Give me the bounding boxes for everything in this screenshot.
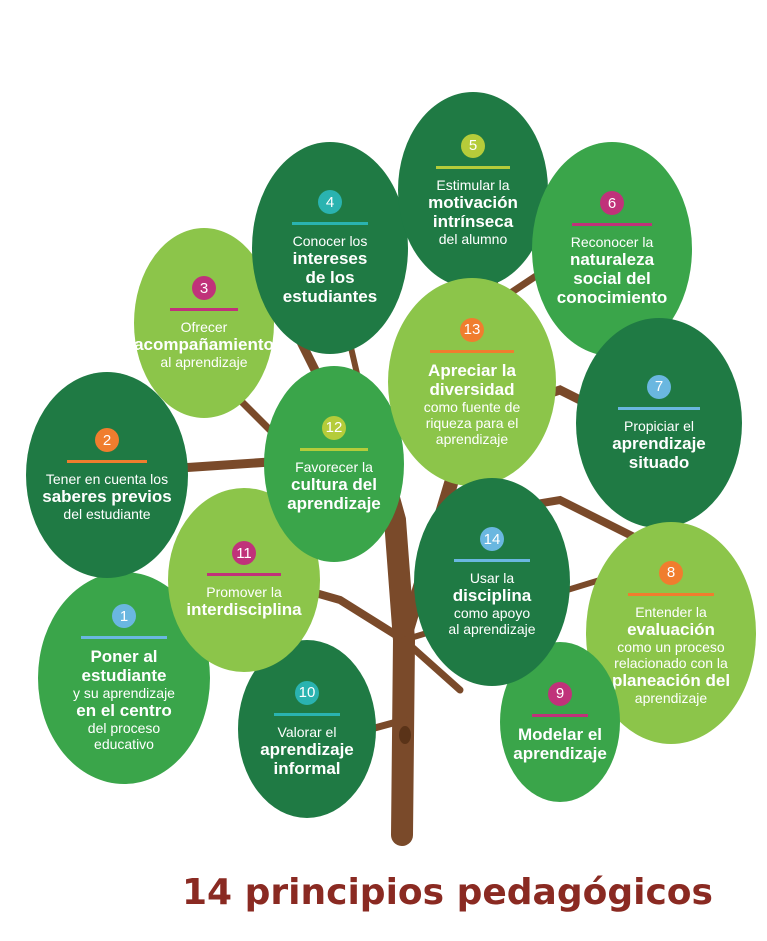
- principle-text-line: aprendizaje: [435, 430, 509, 447]
- principle-text-line: Reconocer la: [570, 234, 654, 250]
- principle-text-line: aprendizaje: [634, 689, 708, 706]
- principle-text-line: situado: [628, 452, 690, 472]
- principle-text-line: conocimiento: [556, 288, 668, 307]
- principle-number-badge: 9: [548, 681, 572, 706]
- principle-text-line: Tener en cuenta los: [45, 471, 169, 487]
- principle-text-line: riqueza para el: [425, 414, 519, 431]
- principle-text-line: motivación: [428, 192, 518, 212]
- principle-text-line: Conocer los: [292, 233, 368, 249]
- principle-text-line: Modelar el: [517, 724, 603, 744]
- principle-text-line: aprendizaje: [513, 743, 607, 763]
- principle-text-line: aprendizaje: [287, 493, 381, 513]
- principle-text-line: Apreciar la: [428, 360, 516, 380]
- principle-text-line: planeación del: [611, 670, 731, 690]
- principle-text-line: aprendizaje: [260, 739, 354, 759]
- principle-number-badge: 5: [461, 133, 485, 158]
- principle-text-line: cultura del: [291, 474, 377, 494]
- principle-number-badge: 6: [600, 191, 624, 215]
- principle-text-line: como apoyo: [453, 605, 531, 621]
- principle-text-line: del proceso: [87, 720, 161, 736]
- principle-text-line: Propiciar el: [623, 417, 695, 434]
- principle-number-badge: 10: [295, 680, 319, 705]
- principle-number-badge: 4: [318, 190, 342, 214]
- principle-divider: [572, 223, 652, 226]
- principle-text-line: y su aprendizaje: [73, 685, 175, 701]
- principle-number-badge: 1: [112, 604, 136, 628]
- principle-divider: [291, 222, 369, 225]
- principle-text-line: aprendizaje: [612, 433, 706, 453]
- principle-divider: [206, 573, 282, 576]
- principle-text-line: al aprendizaje: [160, 354, 248, 370]
- principle-divider: [617, 406, 701, 410]
- principle-number-badge: 7: [647, 374, 671, 399]
- principle-divider: [170, 308, 238, 311]
- principle-text-line: intereses: [292, 249, 368, 268]
- principle-text-line: de los: [305, 268, 355, 287]
- principle-text-line: Estimular la: [436, 176, 510, 193]
- principle-text-line: Poner al estudiante: [81, 647, 167, 685]
- principle-text-line: como fuente de: [423, 398, 521, 415]
- principle-text-line: Usar la: [469, 570, 515, 586]
- principle-number-badge: 2: [95, 428, 119, 452]
- principle-divider: [66, 460, 148, 463]
- principle-number-badge: 8: [659, 560, 683, 585]
- principle-text-line: en el centro: [76, 701, 172, 720]
- principle-divider: [274, 712, 340, 716]
- principle-text-line: acompañamiento: [134, 335, 274, 354]
- principle-text-line: estudiantes: [282, 287, 378, 306]
- principle-text-line: diversidad: [429, 379, 515, 399]
- principle-text-line: Promover la: [206, 584, 282, 600]
- principle-text-line: Favorecer la: [295, 458, 373, 475]
- principle-text-line: como un proceso: [617, 638, 725, 655]
- principle-text-line: del estudiante: [63, 506, 151, 522]
- principle-divider: [453, 559, 531, 562]
- principle-text-line: Entender la: [635, 603, 707, 620]
- principle-text-line: educativo: [94, 736, 154, 752]
- principle-number-badge: 3: [192, 276, 216, 300]
- principle-text-line: intrínseca: [432, 211, 514, 231]
- principle-number-badge: 12: [322, 415, 346, 440]
- principle-text-line: saberes previos: [42, 487, 172, 506]
- principle-text-line: relacionado con la: [614, 654, 728, 671]
- principle-text-line: evaluación: [627, 619, 715, 639]
- principle-number-badge: 11: [232, 541, 256, 565]
- principle-text-line: social del: [573, 269, 651, 288]
- principle-text-line: interdisciplina: [186, 600, 302, 619]
- principle-text-line: disciplina: [452, 586, 532, 605]
- principle-divider: [436, 165, 510, 169]
- principle-text-line: informal: [273, 758, 341, 778]
- principle-text-line: naturaleza: [569, 250, 655, 269]
- principle-number-badge: 13: [460, 317, 484, 342]
- principle-text-line: Valorar el: [277, 723, 337, 740]
- principle-divider: [300, 447, 368, 451]
- principle-divider: [80, 636, 168, 639]
- principle-divider: [532, 713, 588, 717]
- principle-text-line: al aprendizaje: [448, 621, 536, 637]
- principle-text-line: del alumno: [438, 230, 508, 247]
- principle-number-badge: 14: [480, 527, 504, 551]
- diagram-title: 14 principios pedagógicos: [182, 872, 713, 913]
- principle-divider: [430, 349, 514, 353]
- principle-divider: [628, 592, 714, 596]
- principle-text-line: Ofrecer: [180, 319, 228, 335]
